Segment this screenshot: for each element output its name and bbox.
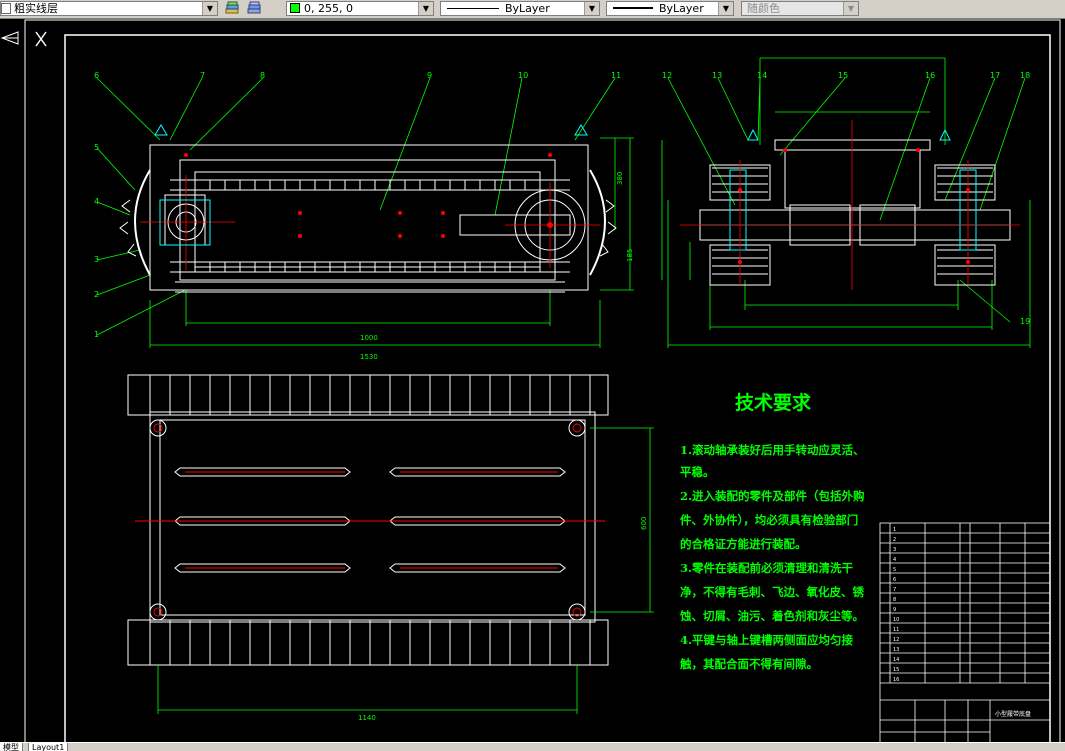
- linetype-dropdown[interactable]: ByLayer ▼: [440, 1, 600, 16]
- balloon-8: 8: [260, 71, 265, 80]
- layer-state-icon: [1, 3, 11, 14]
- front-view: 1000 1530 380 185 6 7 8 9 10 11 5 4 3 2 1: [94, 71, 634, 361]
- lineweight-preview-icon: [613, 7, 653, 9]
- tech-line-4: 件、外协件），均必须具有检验部门: [680, 513, 859, 527]
- balloon-1: 1: [94, 330, 99, 339]
- tech-line-7: 净，不得有毛刺、飞边、氧化皮、锈: [680, 585, 864, 599]
- balloon-6: 6: [94, 71, 99, 80]
- chevron-down-icon[interactable]: ▼: [202, 2, 217, 15]
- lineweight-dropdown[interactable]: ByLayer ▼: [606, 1, 734, 16]
- color-value: 0, 255, 0: [304, 2, 353, 15]
- svg-text:16: 16: [893, 677, 899, 683]
- svg-text:185: 185: [626, 249, 634, 262]
- balloon-11: 11: [611, 71, 621, 80]
- layers-icon: [225, 1, 239, 14]
- tech-line-1: 1.滚动轴承装好后用手转动应灵活、: [680, 443, 865, 457]
- svg-text:15: 15: [893, 667, 899, 673]
- svg-text:5: 5: [893, 567, 896, 573]
- tab-model[interactable]: 模型: [0, 743, 23, 751]
- balloon-14: 14: [757, 71, 767, 80]
- svg-text:1000: 1000: [360, 334, 378, 342]
- chevron-down-icon[interactable]: ▼: [584, 2, 599, 15]
- balloon-3: 3: [94, 255, 99, 264]
- balloon-7: 7: [200, 71, 205, 80]
- svg-text:2: 2: [893, 537, 896, 543]
- tech-line-10: 触，其配合面不得有间隙。: [680, 657, 818, 671]
- linetype-preview-icon: [447, 8, 499, 9]
- svg-text:12: 12: [893, 637, 899, 643]
- sheet-border: [24, 19, 1061, 742]
- ucs-icon: [0, 31, 47, 47]
- svg-text:1140: 1140: [358, 714, 376, 722]
- layer-name: 粗实线层: [14, 2, 58, 15]
- balloon-17: 17: [990, 71, 1000, 80]
- layout-tab-bar: 模型 Layout1: [0, 742, 1065, 751]
- chevron-down-icon: ▼: [843, 2, 858, 15]
- lineweight-value: ByLayer: [659, 2, 704, 15]
- svg-text:1530: 1530: [360, 353, 378, 361]
- top-view: 1140 600: [127, 374, 654, 722]
- title-block: [879, 522, 1051, 742]
- linetype-value: ByLayer: [505, 2, 550, 15]
- svg-text:380: 380: [616, 172, 624, 185]
- svg-text:11: 11: [893, 627, 899, 633]
- properties-toolbar: 粗实线层 ▼ 0, 255, 0 ▼ ByLayer ▼ ByLayer ▼ 随…: [0, 0, 1065, 19]
- balloon-19: 19: [1020, 317, 1030, 326]
- layer-previous-button[interactable]: [246, 1, 262, 16]
- balloon-5: 5: [94, 143, 99, 152]
- tech-line-2: 平稳。: [680, 465, 715, 479]
- tech-line-9: 4.平键与轴上键槽两侧面应均匀接: [680, 633, 854, 647]
- svg-text:3: 3: [893, 547, 896, 553]
- svg-text:10: 10: [893, 617, 899, 623]
- tech-requirements-title: 技术要求: [735, 392, 812, 414]
- svg-text:13: 13: [893, 647, 899, 653]
- tech-line-5: 的合格证方能进行装配。: [680, 537, 807, 551]
- plotstyle-dropdown: 随颜色 ▼: [741, 1, 859, 16]
- svg-text:600: 600: [640, 517, 648, 530]
- tech-line-8: 蚀、切屑、油污、着色剂和灰尘等。: [680, 609, 864, 623]
- svg-text:1: 1: [893, 527, 896, 533]
- title-block-name: 小型履带底盘: [995, 710, 1031, 718]
- svg-text:14: 14: [893, 657, 899, 663]
- tech-line-3: 2.进入装配的零件及部件（包括外购: [680, 489, 865, 503]
- chevron-down-icon[interactable]: ▼: [418, 2, 433, 15]
- tab-layout1[interactable]: Layout1: [28, 743, 69, 751]
- balloon-4: 4: [94, 197, 99, 206]
- svg-text:7: 7: [893, 587, 896, 593]
- side-view: 12 13 14 15 16 17 18 19: [661, 57, 1031, 348]
- chevron-down-icon[interactable]: ▼: [718, 2, 733, 15]
- balloon-16: 16: [925, 71, 935, 80]
- layer-previous-icon: [247, 1, 261, 14]
- color-dropdown[interactable]: 0, 255, 0 ▼: [286, 1, 434, 16]
- balloon-18: 18: [1020, 71, 1030, 80]
- frame-border: [64, 34, 1051, 742]
- balloon-15: 15: [838, 71, 848, 80]
- make-object-layer-current-button[interactable]: [224, 1, 240, 16]
- svg-text:9: 9: [893, 607, 896, 613]
- plotstyle-value: 随颜色: [747, 2, 780, 15]
- tech-line-6: 3.零件在装配前必须清理和清洗干: [680, 561, 854, 575]
- color-swatch-icon: [290, 3, 300, 13]
- balloon-2: 2: [94, 290, 99, 299]
- balloon-9: 9: [427, 71, 432, 80]
- balloon-10: 10: [518, 71, 528, 80]
- svg-text:6: 6: [893, 577, 896, 583]
- balloon-12: 12: [662, 71, 672, 80]
- balloon-13: 13: [712, 71, 722, 80]
- layer-dropdown[interactable]: 粗实线层 ▼: [0, 1, 218, 16]
- svg-text:4: 4: [893, 557, 896, 563]
- svg-text:8: 8: [893, 597, 896, 603]
